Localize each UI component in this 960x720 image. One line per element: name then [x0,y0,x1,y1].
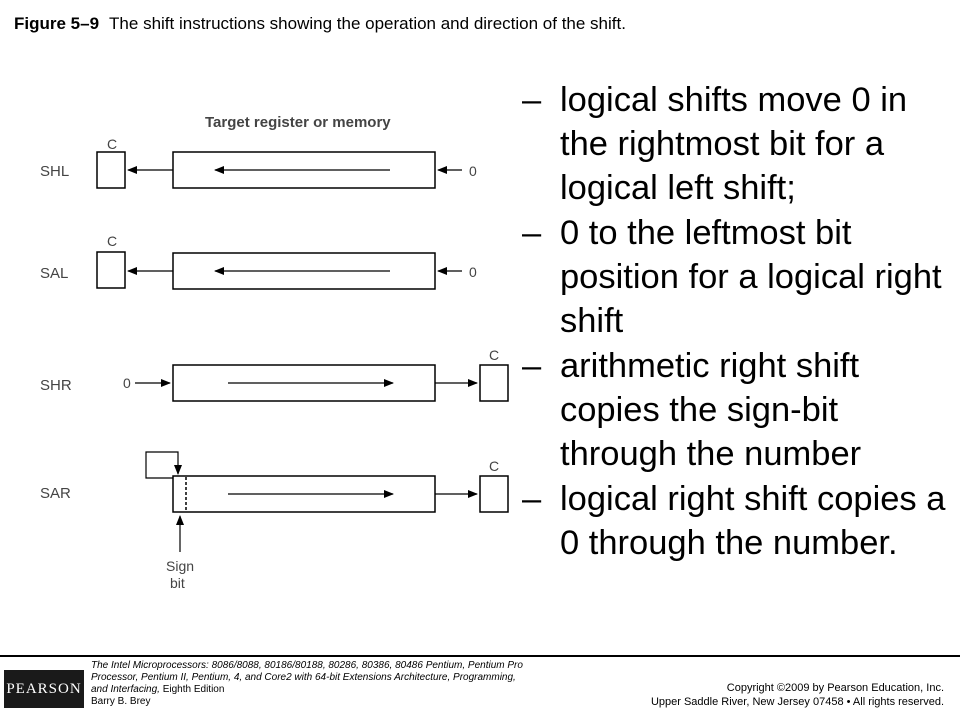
book-title: The Intel Microprocessors: 8086/8088, 80… [91,660,523,695]
sal-input-zero: 0 [469,264,477,280]
sal-carry-label: C [107,233,117,249]
bullet-item: – arithmetic right shift copies the sign… [522,344,952,476]
shr-label: SHR [40,377,72,394]
pearson-logo: PEARSON [4,670,84,708]
shr-carry-label: C [489,347,499,363]
copyright-notice: Copyright ©2009 by Pearson Education, In… [651,681,944,709]
footer-divider [0,655,960,657]
pearson-logo-text: PEARSON [6,680,82,697]
bullet-item: – logical shifts move 0 in the rightmost… [522,78,952,210]
figure-number: Figure 5–9 [14,14,100,33]
sal-carry-flag [96,251,126,289]
shl-carry-label: C [107,136,117,152]
sign-bit-label-line1: Sign [166,558,194,574]
bullet-dash: – [522,347,542,385]
bullet-dash: – [522,214,542,252]
shr-carry-flag [479,364,509,402]
shl-row: SHL C 0 [40,136,477,189]
figure-caption-text: The shift instructions showing the opera… [109,14,626,33]
sar-carry-flag [479,475,509,513]
bullet-list: – logical shifts move 0 in the rightmost… [522,78,952,566]
bullet-text: arithmetic right shift copies the sign-b… [560,347,862,473]
bullet-dash: – [522,480,542,518]
bullet-text: logical right shift copies a 0 through t… [560,480,946,562]
figure-caption: Figure 5–9 The shift instructions showing… [14,14,626,34]
book-edition: Eighth Edition [162,684,225,695]
sign-bit-label-line2: bit [170,575,185,591]
bullet-item: – logical right shift copies a 0 through… [522,477,952,565]
target-register-label: Target register or memory [205,114,391,131]
sar-label: SAR [40,485,71,502]
shift-diagram: Target register or memory SHL C 0 SAL C … [40,114,509,591]
bullet-text: 0 to the leftmost bit position for a log… [560,214,942,340]
bullet-text: logical shifts move 0 in the rightmost b… [560,81,908,207]
book-author: Barry B. Brey [91,696,151,707]
bullet-item: – 0 to the leftmost bit position for a l… [522,211,952,343]
shl-input-zero: 0 [469,163,477,179]
shl-carry-flag [96,151,126,189]
shr-row: SHR 0 C [40,347,509,402]
book-info: The Intel Microprocessors: 8086/8088, 80… [91,660,531,708]
sar-carry-label: C [489,458,499,474]
sal-row: SAL C 0 [40,233,477,290]
shl-label: SHL [40,163,69,180]
sal-label: SAL [40,265,68,282]
sar-row: SAR C Sign bit [40,451,509,591]
shr-input-zero: 0 [123,375,131,391]
bullet-dash: – [522,81,542,119]
copyright-line-2: Upper Saddle River, New Jersey 07458 • A… [650,696,944,708]
sar-sign-feedback-path [145,451,182,479]
copyright-line-1: Copyright ©2009 by Pearson Education, In… [726,682,944,694]
